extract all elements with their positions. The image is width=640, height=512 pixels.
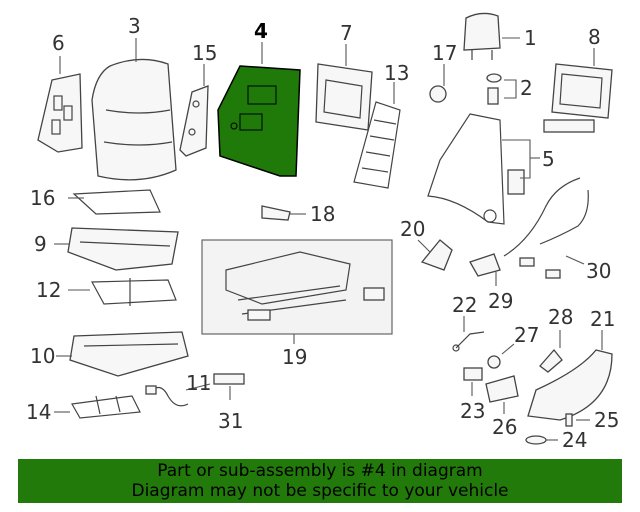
part-26[interactable] [485,375,519,403]
banner-line-1: Part or sub-assembly is #4 in diagram [157,461,483,481]
part-13[interactable] [353,101,401,189]
label-14: 14 [26,400,51,424]
label-29: 29 [488,289,513,313]
part-7[interactable] [315,63,373,131]
part-8[interactable] [543,63,613,133]
label-19: 19 [282,345,307,369]
label-1: 1 [524,26,537,50]
part-10[interactable] [69,331,189,377]
part-18[interactable] [261,205,291,221]
part-4-highlighted[interactable] [217,65,301,177]
label-16: 16 [30,186,55,210]
label-17: 17 [432,41,457,65]
part-20[interactable] [420,239,453,271]
label-3: 3 [128,14,141,38]
part-22[interactable] [452,331,485,352]
label-20: 20 [400,217,425,241]
label-24: 24 [562,428,587,452]
part-29[interactable] [469,253,501,277]
part-14[interactable] [71,395,141,419]
label-8: 8 [588,25,601,49]
part-1[interactable] [463,12,501,60]
label-23: 23 [460,399,485,423]
banner-line-2: Diagram may not be specific to your vehi… [131,481,509,501]
label-9: 9 [34,232,47,256]
part-17[interactable] [429,85,447,103]
label-28: 28 [548,305,573,329]
label-22: 22 [452,293,477,317]
label-10: 10 [30,344,55,368]
label-21: 21 [590,307,615,331]
part-31[interactable] [213,373,245,385]
part-25[interactable] [565,413,573,427]
label-6: 6 [52,31,65,55]
part-2[interactable] [486,73,502,105]
label-13: 13 [384,61,409,85]
label-27: 27 [514,323,539,347]
part-9[interactable] [67,227,179,271]
part-12[interactable] [91,278,177,306]
part-15[interactable] [179,85,209,157]
label-18: 18 [310,202,335,226]
part-21[interactable] [527,349,613,421]
part-3[interactable] [91,58,177,181]
label-7: 7 [340,21,353,45]
label-11: 11 [186,371,211,395]
label-26: 26 [492,415,517,439]
label-31: 31 [218,409,243,433]
part-5[interactable] [427,113,525,225]
label-15: 15 [192,41,217,65]
part-16[interactable] [72,189,161,215]
label-4: 4 [254,19,268,43]
label-25: 25 [594,408,619,432]
part-27[interactable] [487,355,501,369]
label-5: 5 [542,147,555,171]
part-30[interactable] [503,177,589,279]
part-11[interactable] [145,385,189,407]
label-12: 12 [36,278,61,302]
parts-diagram: 6 3 4 15 7 13 17 [26,12,619,452]
part-28[interactable] [539,348,563,373]
part-24[interactable] [525,435,547,445]
part-19[interactable] [201,239,393,335]
label-30: 30 [586,259,611,283]
part-6[interactable] [37,73,83,153]
info-banner: Part or sub-assembly is #4 in diagram Di… [18,459,622,503]
label-2: 2 [520,76,533,100]
part-23[interactable] [463,367,483,381]
